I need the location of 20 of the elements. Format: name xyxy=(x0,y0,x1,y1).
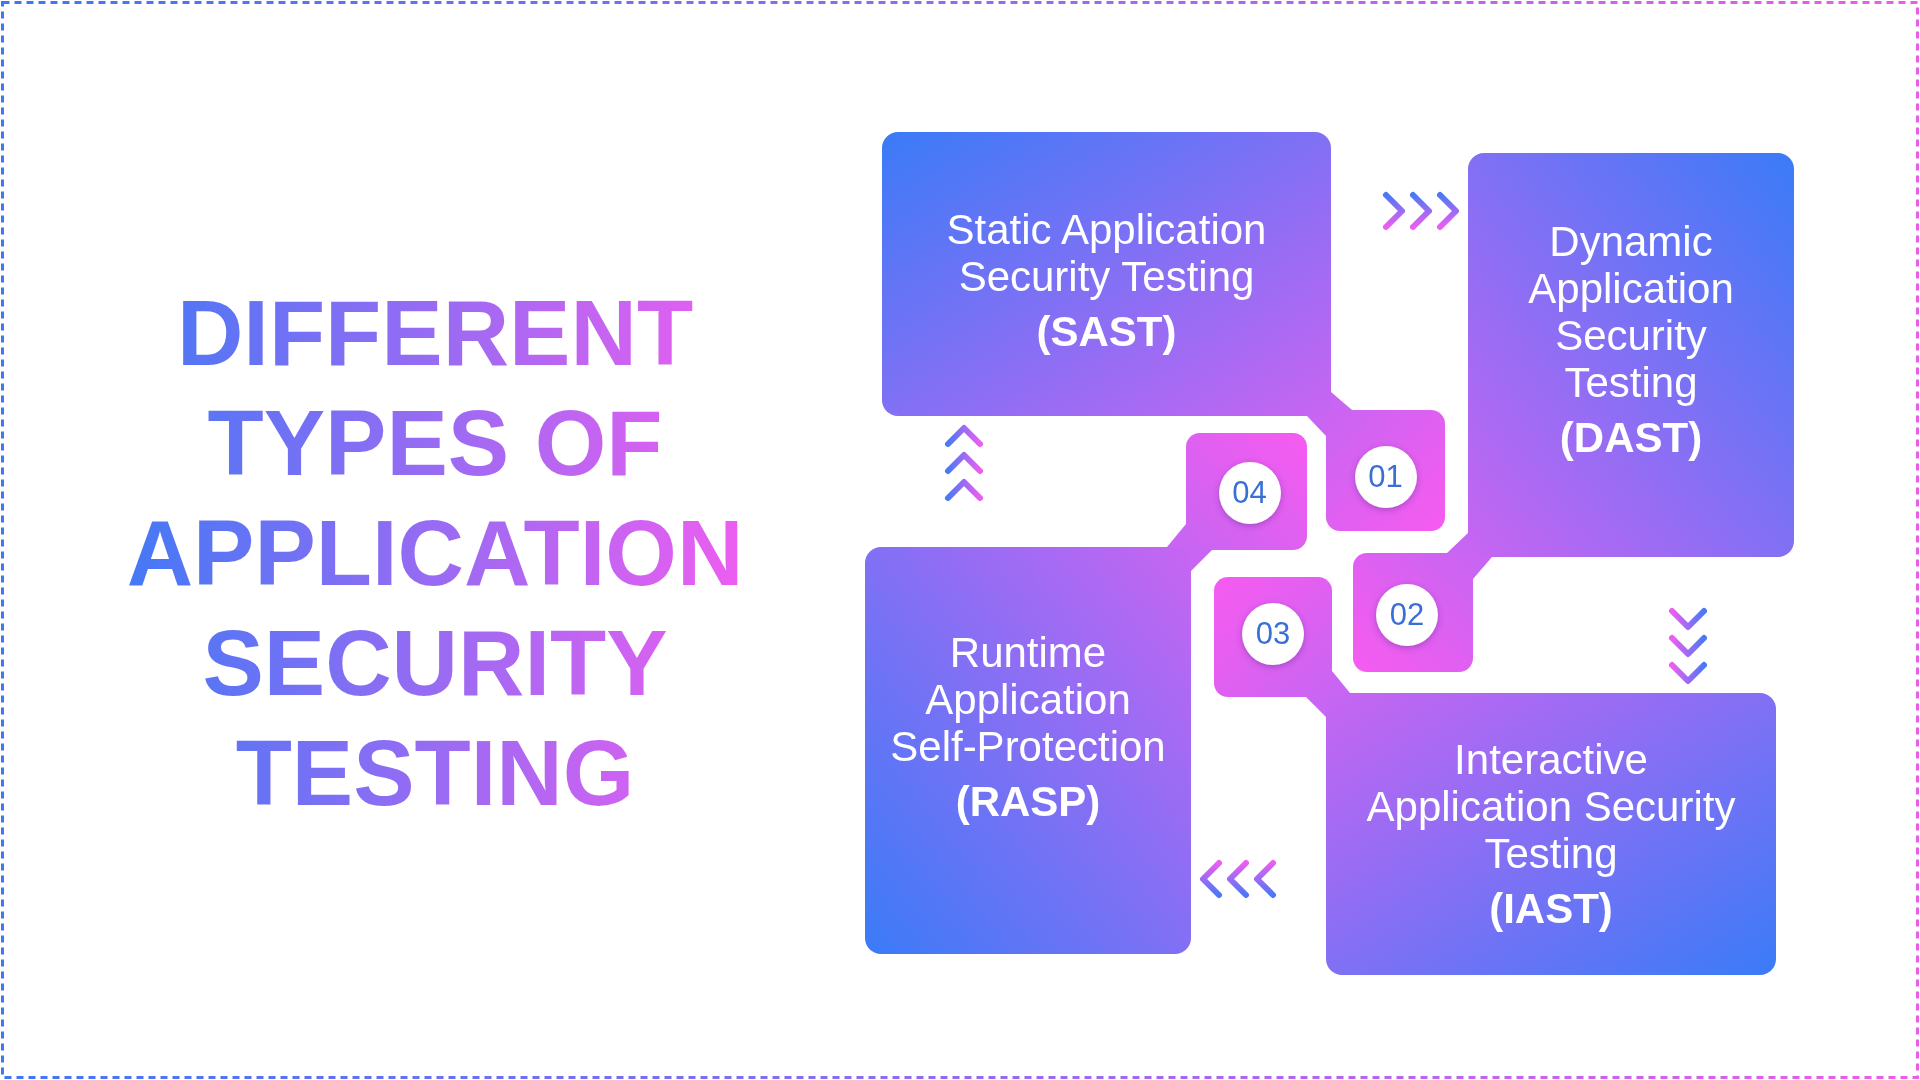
step-number: 01 xyxy=(1354,445,1417,508)
card-title: Dynamic Application Security Testing xyxy=(1527,217,1735,406)
step-tab xyxy=(1326,410,1445,531)
process-card xyxy=(865,547,1191,954)
process-card xyxy=(1468,153,1794,557)
step-number: 04 xyxy=(1218,461,1281,524)
card-title: Interactive Application Security Testing xyxy=(1365,736,1737,877)
card-title: Static Application Security Testing xyxy=(945,205,1268,300)
process-card xyxy=(1326,693,1776,975)
process-card xyxy=(882,132,1331,416)
card-abbreviation: (RASP) xyxy=(955,777,1101,825)
card-abbreviation: (SAST) xyxy=(1036,307,1177,355)
card-abbreviation: (IAST) xyxy=(1489,885,1613,932)
card-abbreviation: (DAST) xyxy=(1559,413,1703,461)
step-tab xyxy=(1186,433,1307,550)
step-tab xyxy=(1353,553,1473,672)
step-number: 03 xyxy=(1242,603,1304,665)
step-number: 02 xyxy=(1376,583,1438,646)
step-tab xyxy=(1214,577,1332,697)
card-title: Runtime Application Self-Protection xyxy=(889,628,1167,770)
